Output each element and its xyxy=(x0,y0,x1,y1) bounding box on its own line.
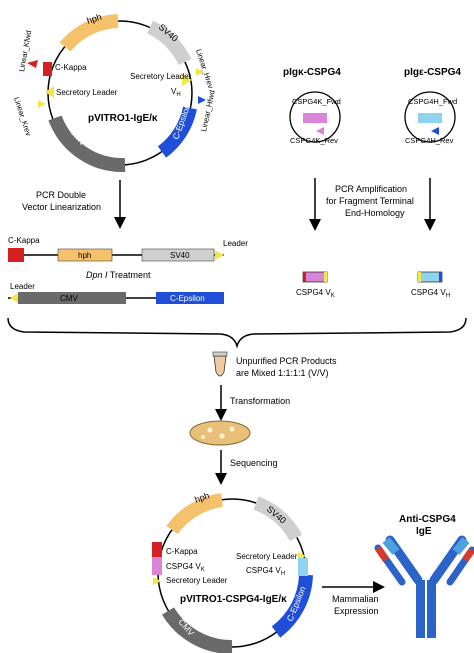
mammalian-1: Mammalian xyxy=(332,594,379,604)
frag-cspg4-vk: CSPG4 V xyxy=(296,288,331,297)
step-sequencing: Sequencing xyxy=(230,458,278,468)
frag-c-epsilon: C-Epsilon xyxy=(170,294,205,303)
plasmid-k: pIgκ-CSPG4 CSPG4K_Fwd CSPG4K_Rev xyxy=(283,67,341,145)
c-kappa-block xyxy=(43,62,52,76)
fragment-vh: CSPG4 VH xyxy=(411,271,450,299)
dpn-italic: Dpn I xyxy=(86,270,108,280)
svg-text:CSPG4 VH: CSPG4 VH xyxy=(411,288,450,299)
petri-dish-icon xyxy=(189,420,251,446)
frag-cspg4-vh: CSPG4 V xyxy=(411,288,446,297)
linear-krev: Linear_Krev xyxy=(12,96,33,137)
frag-sv40: SV40 xyxy=(170,251,190,260)
step-pcr-double-2: Vector Linearization xyxy=(22,202,101,212)
frag-leader-1: Leader xyxy=(223,239,248,248)
secretory-leader-right-b: Secretory Leader xyxy=(236,552,298,561)
hph-segment xyxy=(59,14,119,52)
secretory-leader-left-b: Secretory Leader xyxy=(166,576,228,585)
cspg4-vh-label-b: CSPG4 V xyxy=(246,566,281,575)
c-epsilon-segment-b xyxy=(271,574,313,638)
svg-text:CSPG4 VK: CSPG4 VK xyxy=(166,562,205,573)
plasmid-k-fwd: CSPG4K_Fwd xyxy=(292,97,341,106)
step-pcr-amp-2: for Fragment Terminal xyxy=(326,196,414,206)
brace xyxy=(7,317,467,349)
frag-cmv: CMV xyxy=(60,294,78,303)
antibody-title-2: IgE xyxy=(416,526,432,537)
linear-kfwd: Linear_Kfwd xyxy=(17,30,33,73)
hph-segment-b xyxy=(166,493,224,535)
fragment-1: C-Kappa hph SV40 Leader xyxy=(8,236,248,262)
c-kappa-label-b: C-Kappa xyxy=(166,547,198,556)
svg-text:VH: VH xyxy=(171,87,181,98)
leader-left xyxy=(45,86,54,98)
plasmid-bottom-title: pVITRO1-CSPG4-IgE/κ xyxy=(180,594,287,605)
hph-label-b: hph xyxy=(193,490,211,505)
tube-icon xyxy=(212,351,228,377)
frag-leader-2: Leader xyxy=(10,282,35,291)
sv40-segment xyxy=(146,20,192,66)
plasmid-top: hph SV40 C-Epsilon CMV C-Kappa Secretory… xyxy=(12,12,217,173)
c-epsilon-segment xyxy=(157,106,197,158)
step-pcr-amp-3: End-Homology xyxy=(345,208,405,218)
svg-text:CSPG4 VK: CSPG4 VK xyxy=(296,288,335,299)
svg-text:Dpn I Treatment: Dpn I Treatment xyxy=(86,270,151,280)
plasmid-top-title: pVITRO1-IgE/κ xyxy=(88,113,158,124)
fragment-2: Leader CMV C-Epsilon xyxy=(8,282,224,304)
secretory-leader-right: Secretory Leader xyxy=(130,72,192,81)
svg-text:CSPG4 VH: CSPG4 VH xyxy=(246,566,285,577)
plasmid-h-fwd: CSPG4H_Fwd xyxy=(408,97,457,106)
leader-right xyxy=(182,74,192,86)
cmv-segment-b xyxy=(161,607,233,653)
fragment-vk: CSPG4 VK xyxy=(296,271,335,299)
cspg4-vk-label-b: CSPG4 V xyxy=(166,562,201,571)
dpn-rest: Treatment xyxy=(108,270,152,280)
c-kappa-label: C-Kappa xyxy=(55,63,87,72)
vh-label: V xyxy=(171,87,177,96)
frag-hph: hph xyxy=(78,251,91,260)
mammalian-2: Expression xyxy=(334,606,379,616)
mixed-2: are Mixed 1:1:1:1 (V/V) xyxy=(236,368,329,378)
linear-hfwd: Linear_Hfwd xyxy=(199,89,217,132)
antibody-title-1: Anti-CSPG4 xyxy=(399,514,456,525)
sv40-segment-b xyxy=(253,496,303,542)
plasmid-k-rev: CSPG4K_Rev xyxy=(290,136,338,145)
hph-label: hph xyxy=(86,12,103,26)
cmv-segment xyxy=(48,115,126,173)
plasmid-h-rev: CSPG4H_Rev xyxy=(405,136,454,145)
mixed-1: Unpurified PCR Products xyxy=(236,356,337,366)
plasmid-k-title: pIgκ-CSPG4 xyxy=(283,67,341,78)
step-pcr-double-1: PCR Double xyxy=(36,190,86,200)
step-pcr-amp-1: PCR Amplification xyxy=(335,184,407,194)
secretory-leader-left: Secretory Leader xyxy=(56,88,118,97)
plasmid-bottom: hph SV40 C-Epsilon CMV C-Kappa CSPG4 VK … xyxy=(152,490,313,653)
step-transformation: Transformation xyxy=(230,396,290,406)
antibody-icon: Anti-CSPG4 IgE xyxy=(374,514,474,638)
plasmid-h-title: pIgε-CSPG4 xyxy=(404,67,461,78)
plasmid-h: pIgε-CSPG4 CSPG4H_Fwd CSPG4H_Rev xyxy=(404,67,461,145)
frag-c-kappa: C-Kappa xyxy=(8,236,40,245)
